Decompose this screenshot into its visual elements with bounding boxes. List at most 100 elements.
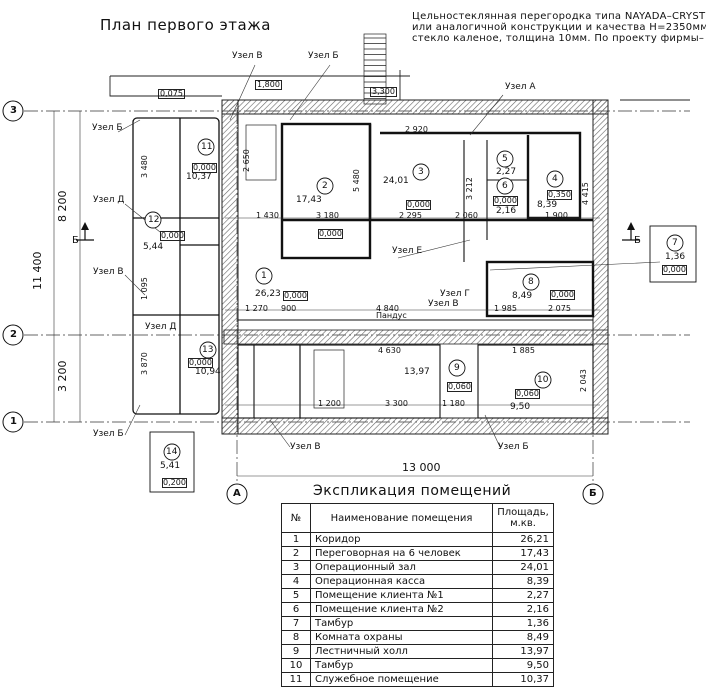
- room-level: 0,000: [493, 196, 518, 206]
- dim-text: 2 060: [455, 211, 478, 220]
- room-level: 0,060: [447, 382, 472, 392]
- node-label: Узел Б: [92, 123, 123, 133]
- axis-b-label: Б: [589, 488, 597, 499]
- cell-num: 7: [281, 616, 311, 631]
- room-level: 0,000: [192, 163, 217, 173]
- header-name: Наименование помещения: [310, 503, 493, 533]
- node-label: Узел Б: [308, 51, 339, 61]
- axis-1-label: 1: [10, 416, 17, 427]
- dim-text-vertical: 3 870: [140, 352, 149, 375]
- room-level: 0,000: [550, 290, 575, 300]
- header-area: Площадь, м.кв.: [492, 503, 554, 533]
- dimension-lines: [53, 111, 600, 477]
- cell-area: 17,43: [492, 546, 554, 561]
- room-level: 0,000: [160, 231, 185, 241]
- node-label: Узел Г: [440, 289, 470, 299]
- elevation-mark: 0,075: [158, 89, 185, 99]
- room-number: 9: [454, 363, 460, 373]
- dim-13000: 13 000: [402, 461, 441, 474]
- room-number: 5: [502, 154, 508, 164]
- cell-num: 4: [281, 574, 311, 589]
- room-number: 6: [502, 181, 508, 191]
- node-label: Узел А: [505, 82, 536, 92]
- room-area: 1,36: [665, 252, 686, 262]
- dim-text: 1 985: [494, 304, 517, 313]
- room-level: 0,060: [515, 389, 540, 399]
- dim-text-vertical: 4 415: [581, 182, 590, 205]
- axis-bubbles: [2, 100, 604, 505]
- dim-text: 3 300: [385, 399, 408, 408]
- cell-name: Помещение клиента №2: [310, 602, 493, 617]
- dim-text-vertical: 3 212: [465, 177, 474, 200]
- node-label: Узел Б: [93, 429, 124, 439]
- room-area: 8,49: [512, 291, 533, 301]
- room-number: 10: [537, 375, 549, 385]
- thin-partitions: [237, 140, 594, 419]
- dim-text: 900: [281, 304, 297, 313]
- node-label: Узел В: [232, 51, 263, 61]
- room-level: 0,000: [283, 291, 308, 301]
- plan-title: План первого этажа: [100, 16, 271, 34]
- cell-name: Помещение клиента №1: [310, 588, 493, 603]
- cell-name: Лестничный холл: [310, 644, 493, 659]
- cell-num: 8: [281, 630, 311, 645]
- cell-num: 10: [281, 658, 311, 673]
- cell-name: Тамбур: [310, 616, 493, 631]
- ramp-label: Пандус: [376, 311, 407, 320]
- dim-text: 4 840: [376, 304, 399, 313]
- dim-text-vertical: 1 095: [140, 277, 149, 300]
- dim-text: 1 180: [442, 399, 465, 408]
- cell-num: 1: [281, 532, 311, 547]
- cell-area: 2,27: [492, 588, 554, 603]
- annex-walls: [132, 117, 220, 415]
- cell-area: 9,50: [492, 658, 554, 673]
- dim-text: 2 075: [548, 304, 571, 313]
- section-mark-right: Б: [634, 235, 641, 246]
- axis-a-label: А: [233, 488, 241, 499]
- dim-text: 1 430: [256, 211, 279, 220]
- room-number-circles: [144, 138, 684, 461]
- exterior-walls: [221, 99, 609, 435]
- dim-text: 4 630: [378, 346, 401, 355]
- porch: [109, 70, 690, 101]
- room-area: 13,97: [404, 367, 430, 377]
- room-number: 2: [322, 181, 328, 191]
- dim-text: 2 920: [405, 125, 428, 134]
- node-label: Узел В: [93, 267, 124, 277]
- node-label: Узел Б: [498, 442, 529, 452]
- room-area: 24,01: [383, 176, 409, 186]
- dim-text-vertical: 2 650: [242, 149, 251, 172]
- explication-table: № Наименование помещения Площадь, м.кв. …: [281, 503, 554, 687]
- dim-text: 1 270: [245, 304, 268, 313]
- room-area: 8,39: [537, 200, 558, 210]
- cell-num: 2: [281, 546, 311, 561]
- dim-3200: 3 200: [56, 360, 69, 393]
- dim-text: 2 295: [399, 211, 422, 220]
- node-label: Узел В: [428, 299, 459, 309]
- cell-num: 11: [281, 672, 311, 687]
- dim-text: 1 900: [545, 211, 568, 220]
- node-leaders: [117, 64, 661, 448]
- room-level: 0,000: [662, 265, 687, 275]
- dim-11400: 11 400: [31, 251, 44, 291]
- room-number: 7: [672, 238, 678, 248]
- cell-num: 5: [281, 588, 311, 603]
- room-area: 5,44: [143, 242, 164, 252]
- axis-3-label: 3: [10, 105, 17, 116]
- room-number: 4: [552, 174, 558, 184]
- dim-text: 3 180: [316, 211, 339, 220]
- room-number: 11: [201, 142, 213, 152]
- room-area: 5,41: [160, 461, 181, 471]
- room-level: 0,000: [188, 358, 213, 368]
- dim-text-vertical: 2 043: [579, 369, 588, 392]
- cell-area: 2,16: [492, 602, 554, 617]
- room-number: 1: [261, 271, 267, 281]
